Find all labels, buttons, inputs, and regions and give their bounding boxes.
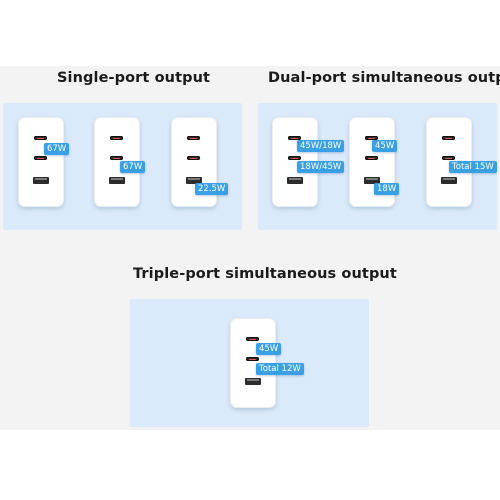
usb-c-port-icon	[187, 156, 200, 160]
usb-a-port-icon	[186, 177, 202, 184]
port-power-badge: Total 12W	[256, 363, 304, 375]
single-port-heading: Single-port output	[57, 70, 211, 86]
bottom-white-band	[0, 430, 500, 500]
charger-single-1	[18, 117, 64, 207]
usb-c-port-icon	[365, 156, 378, 160]
usb-a-port-icon	[441, 177, 457, 184]
port-power-badge: 45W	[372, 140, 398, 152]
port-power-badge: 22.5W	[195, 183, 229, 195]
port-power-badge: 18W/45W	[297, 161, 345, 173]
port-power-badge: 67W	[44, 143, 70, 155]
usb-c-port-icon	[246, 337, 259, 341]
dual-port-heading: Dual-port simultaneous output	[268, 70, 500, 86]
usb-a-port-icon	[33, 177, 49, 184]
port-power-badge: 67W	[120, 161, 146, 173]
usb-c-port-icon	[34, 156, 47, 160]
usb-c-port-icon	[442, 136, 455, 140]
usb-c-port-icon	[187, 136, 200, 140]
usb-c-port-icon	[34, 136, 47, 140]
usb-a-port-icon	[109, 177, 125, 184]
usb-c-port-icon	[246, 357, 259, 361]
triple-port-heading: Triple-port simultaneous output	[133, 266, 397, 282]
usb-a-port-icon	[364, 177, 380, 184]
usb-c-port-icon	[365, 136, 378, 140]
usb-c-port-icon	[110, 156, 123, 160]
usb-c-port-icon	[442, 156, 455, 160]
port-power-badge: 45W	[256, 343, 282, 355]
usb-c-port-icon	[288, 156, 301, 160]
usb-a-port-icon	[287, 177, 303, 184]
top-white-band	[0, 0, 500, 66]
usb-c-port-icon	[110, 136, 123, 140]
port-power-badge: 45W/18W	[297, 140, 345, 152]
port-power-badge: 18W	[374, 183, 400, 195]
port-power-badge: Total 15W	[449, 161, 497, 173]
usb-c-port-icon	[288, 136, 301, 140]
usb-a-port-icon	[245, 378, 261, 385]
